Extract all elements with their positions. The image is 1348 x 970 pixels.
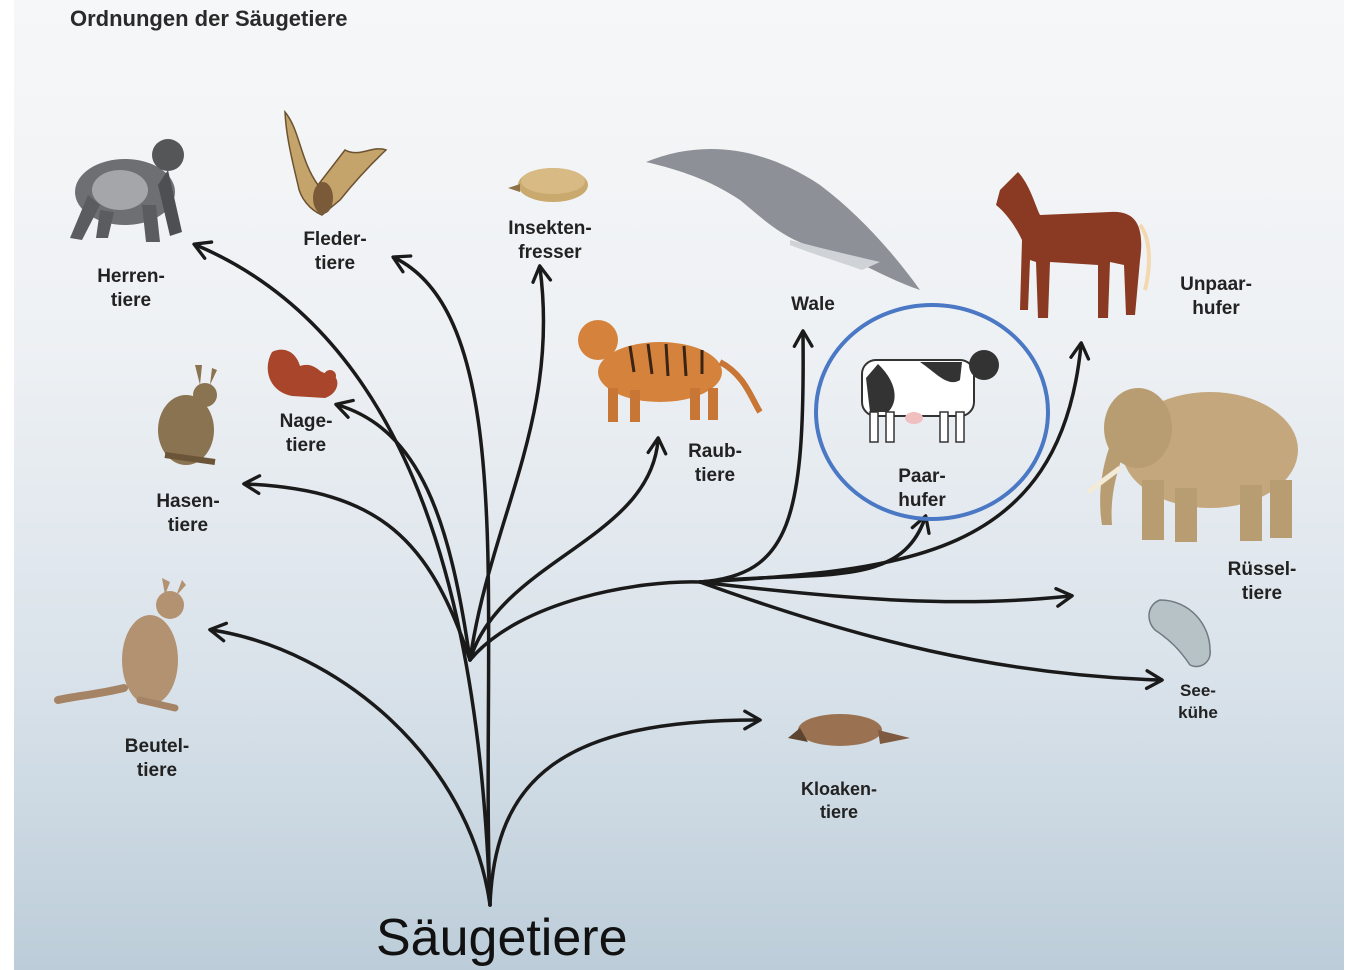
label-herrentiere-line2: tiere xyxy=(97,289,165,313)
label-paarhufer: Paar- hufer xyxy=(898,465,946,513)
label-kloakentiere: Kloaken- tiere xyxy=(801,778,877,824)
label-insektenfresser-line2: fresser xyxy=(508,241,591,265)
label-fledertiere-line1: Fleder- xyxy=(303,228,366,252)
root-label: Säugetiere xyxy=(376,908,628,968)
label-wale: Wale xyxy=(791,293,835,317)
label-herrentiere-line1: Herren- xyxy=(97,265,165,289)
label-raubtiere-line1: Raub- xyxy=(688,440,742,464)
squirrel-icon xyxy=(268,350,338,398)
label-insektenfresser-line1: Insekten- xyxy=(508,217,591,241)
tiger-icon xyxy=(578,320,760,422)
label-beuteltiere: Beutel- tiere xyxy=(125,735,189,783)
branch-beuteltiere xyxy=(212,630,490,905)
elephant-icon xyxy=(1088,388,1298,542)
label-kloakentiere-line2: tiere xyxy=(801,801,877,824)
platypus-icon xyxy=(788,714,910,746)
branch-ruesseltiere xyxy=(700,582,1070,602)
label-beuteltiere-line2: tiere xyxy=(125,759,189,783)
label-unpaarhufer: Unpaar- hufer xyxy=(1180,273,1252,321)
horse-icon xyxy=(996,172,1149,318)
hare-icon xyxy=(158,365,217,465)
branch-seekuehe xyxy=(700,582,1160,680)
label-seekuehe-line1: See- xyxy=(1178,680,1218,702)
branch-kloakentiere xyxy=(490,720,758,905)
label-ruesseltiere: Rüssel- tiere xyxy=(1228,558,1297,606)
label-raubtiere-line2: tiere xyxy=(688,464,742,488)
label-beuteltiere-line1: Beutel- xyxy=(125,735,189,759)
kangaroo-icon xyxy=(58,578,186,708)
label-nagetiere-line2: tiere xyxy=(280,434,333,458)
label-unpaarhufer-line1: Unpaar- xyxy=(1180,273,1252,297)
label-seekuehe-line2: kühe xyxy=(1178,702,1218,724)
branch-fledertiere xyxy=(395,258,490,905)
label-seekuehe: See- kühe xyxy=(1178,680,1218,724)
label-insektenfresser: Insekten- fresser xyxy=(508,217,591,265)
label-kloakentiere-line1: Kloaken- xyxy=(801,778,877,801)
manatee-icon xyxy=(1149,600,1210,667)
label-raubtiere: Raub- tiere xyxy=(688,440,742,488)
cow-icon xyxy=(862,350,999,442)
label-paarhufer-line1: Paar- xyxy=(898,465,946,489)
branch-nagetiere xyxy=(338,405,470,660)
label-ruesseltiere-line1: Rüssel- xyxy=(1228,558,1297,582)
label-fledertiere-line2: tiere xyxy=(303,252,366,276)
branch-herrentiere xyxy=(196,245,490,905)
hedgehog-icon xyxy=(508,168,588,202)
whale-icon xyxy=(646,149,920,290)
label-wale-line1: Wale xyxy=(791,293,835,317)
label-hasentiere-line1: Hasen- xyxy=(156,490,219,514)
branch-raubtiere xyxy=(470,440,658,660)
bat-icon xyxy=(285,112,386,215)
label-nagetiere: Nage- tiere xyxy=(280,410,333,458)
label-unpaarhufer-line2: hufer xyxy=(1180,297,1252,321)
diagram-title: Ordnungen der Säugetiere xyxy=(70,6,348,32)
gorilla-icon xyxy=(70,139,184,242)
label-nagetiere-line1: Nage- xyxy=(280,410,333,434)
label-ruesseltiere-line2: tiere xyxy=(1228,582,1297,606)
label-herrentiere: Herren- tiere xyxy=(97,265,165,313)
label-hasentiere: Hasen- tiere xyxy=(156,490,219,538)
label-hasentiere-line2: tiere xyxy=(156,514,219,538)
label-fledertiere: Fleder- tiere xyxy=(303,228,366,276)
label-paarhufer-line2: hufer xyxy=(898,489,946,513)
